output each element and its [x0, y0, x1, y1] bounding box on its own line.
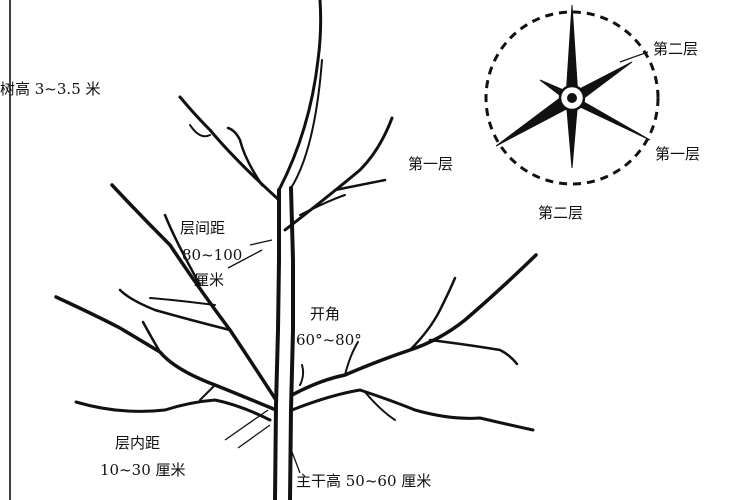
trunk-height-label: 主干高 50~60 厘米: [296, 472, 432, 490]
top-view-layer2-bottom-label: 第二层: [538, 204, 584, 222]
annotation-pointers: [224, 239, 301, 474]
upper-layer-branches: [178, 95, 394, 232]
lower-layer-branches: [54, 183, 538, 432]
top-view-layer2-upper-label: 第二层: [653, 40, 699, 58]
top-view-inset: [484, 4, 660, 186]
tree-height-label: 树高 3~3.5 米: [0, 80, 101, 98]
trunk-core: [567, 93, 577, 103]
canopy-outline: [484, 10, 660, 186]
layer-spacing-title: 层间距: [180, 219, 226, 237]
opening-angle-title: 开角: [310, 305, 341, 323]
top-view-scaffolds: [495, 4, 651, 169]
top-view-layer1-left-label: 第一层: [408, 155, 454, 173]
intra-layer-spacing-value: 10~30 厘米: [100, 461, 186, 479]
layer-spacing-value: 80~100: [182, 246, 243, 264]
top-view-layer1-right-label: 第一层: [655, 145, 701, 163]
layer-spacing-unit: 厘米: [194, 271, 225, 289]
central-leader: [273, 0, 323, 500]
opening-angle-value: 60°~80°: [296, 331, 362, 349]
intra-layer-spacing-title: 层内距: [115, 434, 161, 452]
